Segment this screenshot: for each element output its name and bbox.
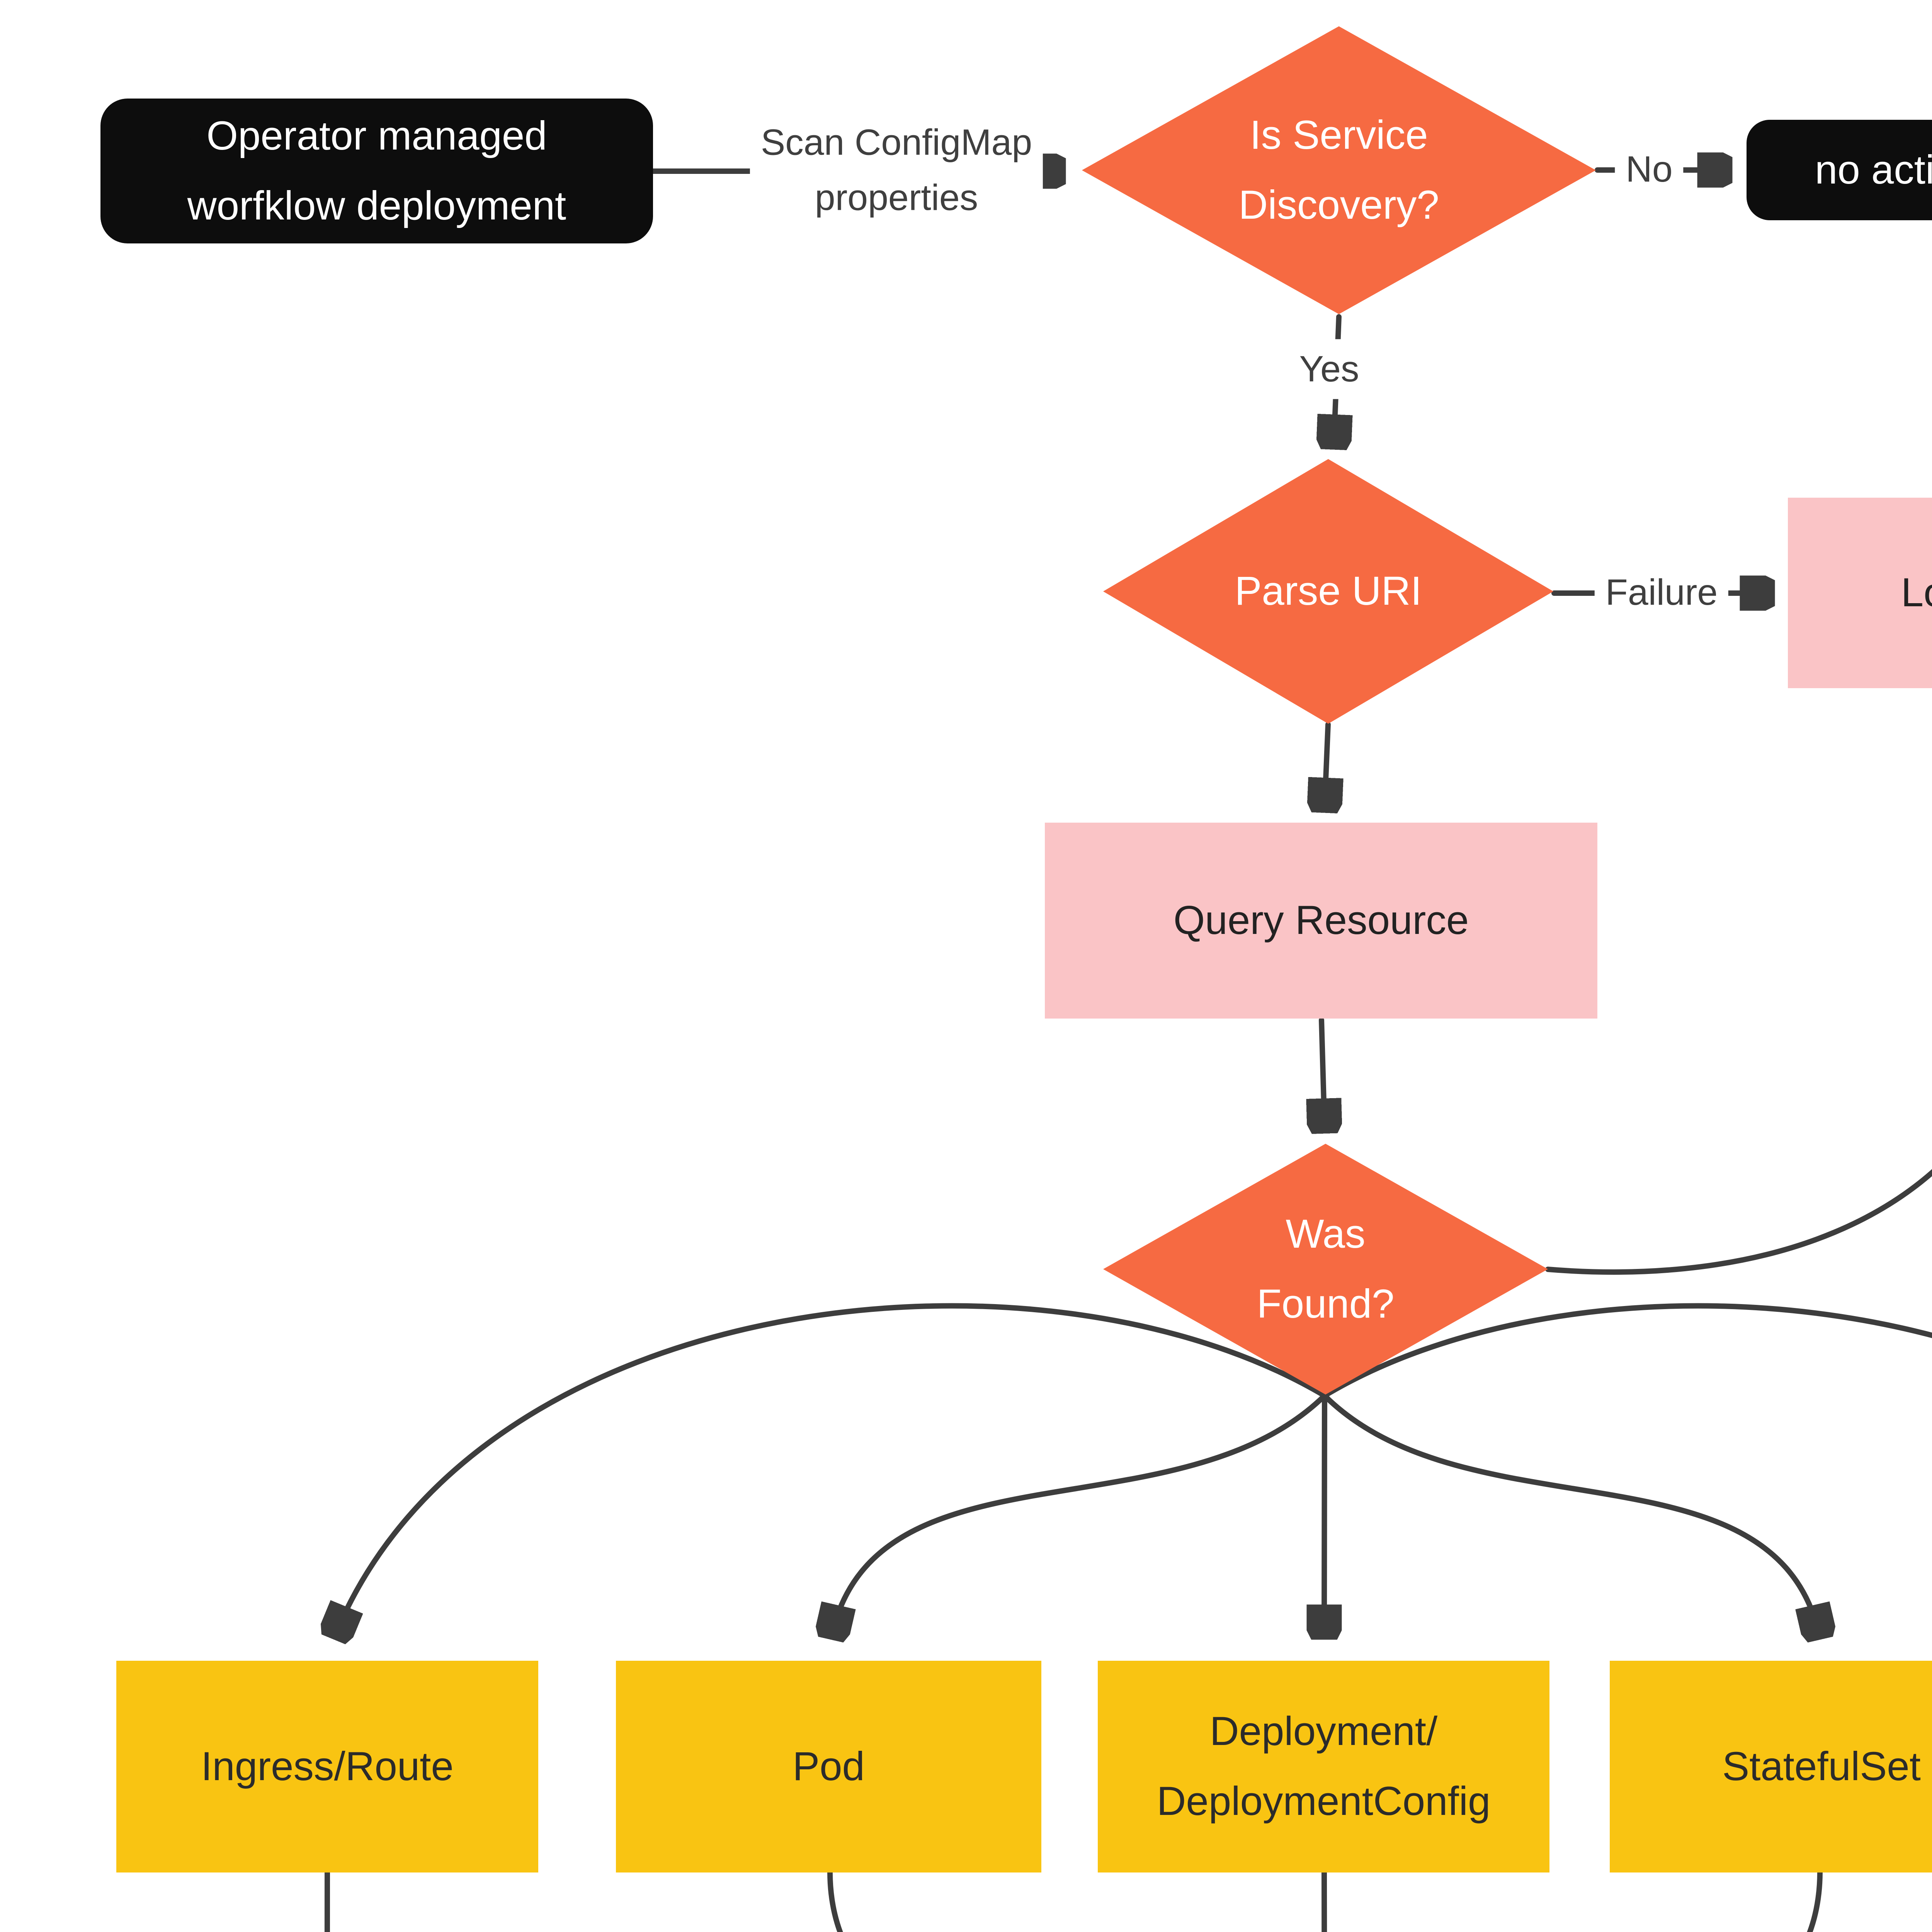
edge-deployment-to-hasservice bbox=[1321, 1870, 1327, 1932]
node-no-action: no action bbox=[1747, 120, 1932, 220]
node-label-line: no action bbox=[1815, 147, 1932, 192]
node-label-line: Was bbox=[1286, 1211, 1366, 1257]
edge-statefulset-to-hasservice bbox=[1807, 1870, 1823, 1932]
node-label-line: Ingress/Route bbox=[201, 1743, 454, 1789]
node-label-line: Parse URI bbox=[1235, 568, 1422, 614]
edge-wasfound-to-ingress bbox=[335, 1303, 1327, 1634]
node-operator-workflow: Operator managed worfklow deployment bbox=[100, 99, 653, 243]
node-label-line: Pod bbox=[793, 1743, 865, 1789]
edge-knative-to-returnurl bbox=[1549, 1872, 1932, 1932]
edge-pod-to-hasservice bbox=[827, 1870, 843, 1932]
edge-wasfound-to-knative bbox=[1322, 1303, 1932, 1398]
node-statefulset: StatefulSet bbox=[1610, 1661, 1932, 1872]
edge-wasfound-to-deployment bbox=[1324, 1393, 1325, 1634]
edge-query-to-wasfound bbox=[1321, 1017, 1325, 1128]
node-deployment-config: Deployment/ DeploymentConfig bbox=[1098, 1661, 1549, 1872]
edge-label-scan-configmap: Scan ConfigMap properties bbox=[750, 112, 1043, 228]
edge-parse-to-query bbox=[1325, 722, 1328, 808]
node-label-line: StatefulSet bbox=[1722, 1743, 1921, 1789]
edge-label-parse-failure: Failure bbox=[1594, 562, 1729, 622]
edge-wasfound-to-statefulset bbox=[1322, 1393, 1819, 1634]
node-log-exception: Log the Exception bbox=[1788, 498, 1932, 688]
node-label-line: Is Service bbox=[1250, 112, 1428, 158]
node-query-resource: Query Resource bbox=[1045, 823, 1597, 1019]
node-label-line: DeploymentConfig bbox=[1156, 1779, 1491, 1824]
node-label-line: Operator managed bbox=[206, 113, 547, 158]
node-label-line: Discovery? bbox=[1238, 182, 1439, 228]
node-label-line: Log the Exception bbox=[1901, 570, 1932, 616]
edge-label-discovery-yes: Yes bbox=[1288, 339, 1370, 399]
node-label-line: Deployment/ bbox=[1209, 1709, 1438, 1754]
node-label-line: worfklow deployment bbox=[187, 183, 566, 228]
node-label-line: Found? bbox=[1257, 1281, 1395, 1327]
node-label-line: Query Resource bbox=[1173, 898, 1469, 943]
edge-wasfound-no-log bbox=[1545, 1169, 1932, 1275]
edge-wasfound-to-pod bbox=[832, 1393, 1327, 1634]
node-ingress-route: Ingress/Route bbox=[116, 1661, 538, 1872]
edge-label-discovery-no: No bbox=[1615, 139, 1684, 199]
node-pod: Pod bbox=[616, 1661, 1041, 1872]
